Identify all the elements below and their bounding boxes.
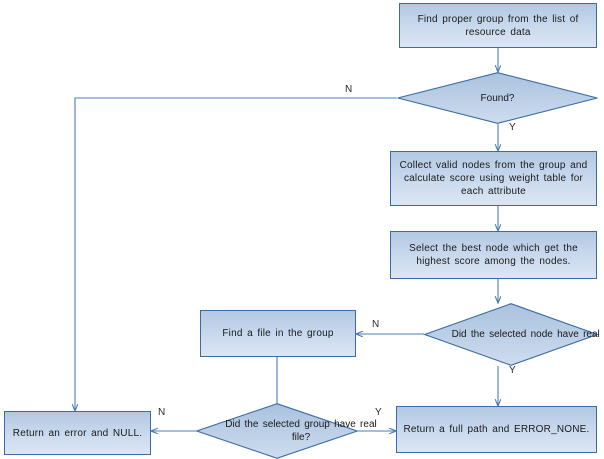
node-find-proper-group-label: Find proper group from the list of resou… <box>417 13 579 38</box>
node-collect-valid-nodes-label: Collect valid nodes from the group and c… <box>399 160 588 197</box>
edge-label-group-has-file-no: N <box>158 407 166 418</box>
node-node-has-file-decision[interactable]: Did the selected node have real file? <box>423 303 604 366</box>
edge-found-no-to-return-error <box>75 97 397 411</box>
node-group-has-file-decision[interactable]: Did the selected group have real file? <box>194 403 377 459</box>
node-return-full-path[interactable]: Return a full path and ERROR_NONE. <box>396 406 597 453</box>
node-find-file-in-group-label: Find a file in the group <box>222 328 334 339</box>
node-select-best-node[interactable]: Select the best node which get the highe… <box>390 231 597 279</box>
edge-label-node-has-file-no: N <box>372 319 380 330</box>
node-return-error-null-label: Return an error and NULL. <box>12 427 143 439</box>
node-find-file-in-group[interactable]: Find a file in the group <box>200 310 356 357</box>
edge-label-group-has-file-yes: Y <box>375 407 382 418</box>
found-diamond-shape <box>397 72 598 124</box>
node-found-decision[interactable]: Found? <box>397 72 598 124</box>
edge-label-node-has-file-yes: Y <box>509 365 516 376</box>
node-select-best-node-label: Select the best node which get the highe… <box>409 243 578 267</box>
edge-label-found-no: N <box>345 84 353 95</box>
node-return-full-path-label: Return a full path and ERROR_NONE. <box>403 424 590 435</box>
group-has-file-diamond-shape <box>194 403 360 459</box>
node-has-file-diamond-shape <box>423 303 599 366</box>
node-return-error-null[interactable]: Return an error and NULL. <box>4 411 151 455</box>
edge-label-found-yes: Y <box>509 122 516 133</box>
node-find-proper-group[interactable]: Find proper group from the list of resou… <box>399 3 597 48</box>
node-collect-valid-nodes[interactable]: Collect valid nodes from the group and c… <box>390 151 597 206</box>
